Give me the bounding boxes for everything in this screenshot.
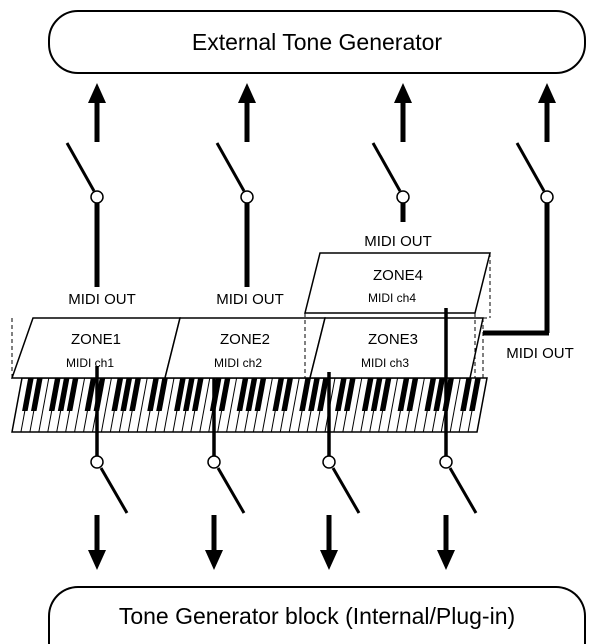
- white-key-line: [413, 377, 425, 433]
- white-key-line: [100, 377, 112, 433]
- int-switch-blade-1: [99, 467, 129, 514]
- zone2-midi-out-label: MIDI OUT: [216, 291, 284, 308]
- ext-switch-contact-3: [396, 190, 410, 204]
- int-switch-blade-2: [216, 467, 246, 514]
- ext-switch-contact-1: [90, 190, 104, 204]
- black-key: [156, 378, 168, 411]
- black-key: [406, 378, 419, 411]
- white-key-line: [74, 377, 86, 433]
- int-switch-contact-4: [439, 455, 453, 469]
- ext-switch-blade-4: [515, 142, 546, 192]
- black-key: [174, 378, 186, 411]
- black-key: [183, 378, 195, 411]
- black-key: [111, 378, 124, 411]
- black-key: [129, 378, 142, 411]
- ext-arrow-2-head: [238, 83, 256, 103]
- black-key: [460, 378, 472, 411]
- white-key-line: [449, 377, 461, 433]
- int-arrow-1-head: [88, 550, 106, 570]
- external-tone-generator-box: External Tone Generator: [48, 10, 586, 74]
- ext-switch-blade-1: [65, 142, 96, 192]
- black-key: [31, 378, 43, 411]
- white-key-line: [288, 377, 300, 433]
- black-key: [424, 378, 437, 411]
- black-key: [361, 378, 374, 411]
- int-switch-blade-4: [448, 467, 478, 514]
- black-key: [343, 378, 356, 411]
- white-key-line: [199, 377, 211, 433]
- black-key: [120, 378, 133, 411]
- white-key-line: [261, 377, 273, 433]
- zone2-name: ZONE2: [220, 331, 270, 348]
- int-switch-contact-2: [207, 455, 221, 469]
- int-switch-contact-3: [322, 455, 336, 469]
- ext-arrow-3-head: [394, 83, 412, 103]
- black-key: [218, 378, 231, 411]
- black-key: [281, 378, 294, 411]
- black-key: [191, 378, 204, 411]
- zone4-channel: MIDI ch4: [368, 291, 416, 305]
- ext-switch-contact-2: [240, 190, 254, 204]
- black-key: [272, 378, 285, 411]
- white-key-line: [226, 377, 238, 433]
- black-key: [147, 378, 159, 411]
- white-key-line: [351, 377, 363, 433]
- zone3-name: ZONE3: [368, 331, 418, 348]
- black-key: [469, 378, 481, 411]
- wiring: [65, 83, 556, 570]
- zone3-box: [309, 317, 484, 379]
- external-tone-generator-label: External Tone Generator: [191, 28, 443, 55]
- zone3-channel: MIDI ch3: [361, 356, 409, 370]
- zone1-midi-out-label: MIDI OUT: [68, 291, 136, 308]
- int-arrow-4-head: [437, 550, 455, 570]
- int-arrow-2-head: [205, 550, 223, 570]
- internal-tone-generator-label: Tone Generator block (Internal/Plug-in): [118, 602, 516, 629]
- black-key: [335, 378, 347, 411]
- ext-switch-blade-3: [371, 142, 402, 192]
- black-key: [48, 378, 61, 411]
- ext-switch-blade-2: [215, 142, 246, 192]
- black-key: [379, 378, 392, 411]
- zone4-name: ZONE4: [373, 267, 423, 284]
- white-key-line: [387, 377, 399, 433]
- black-key: [254, 378, 267, 411]
- white-key-line: [163, 377, 175, 433]
- black-key: [397, 378, 410, 411]
- zone4-midi-out-label: MIDI OUT: [364, 233, 432, 250]
- black-key: [370, 378, 383, 411]
- zone1-name: ZONE1: [71, 331, 121, 348]
- internal-tone-generator-box: Tone Generator block (Internal/Plug-in): [48, 586, 586, 644]
- keyboard: [11, 377, 488, 433]
- int-switch-blade-3: [331, 467, 361, 514]
- black-key: [433, 378, 446, 411]
- int-arrow-3-head: [320, 550, 338, 570]
- black-key: [308, 378, 320, 411]
- black-key: [299, 378, 311, 411]
- white-key-line: [136, 377, 148, 433]
- black-key: [236, 378, 249, 411]
- black-key: [57, 378, 70, 411]
- black-key: [317, 378, 329, 411]
- black-key: [66, 378, 79, 411]
- zone3-midi-out-label: MIDI OUT: [506, 345, 574, 362]
- int-switch-contact-1: [90, 455, 104, 469]
- ext-arrow-4-head: [538, 83, 556, 103]
- zone2-channel: MIDI ch2: [214, 356, 262, 370]
- ext-switch-contact-4: [540, 190, 554, 204]
- black-key: [22, 378, 34, 411]
- black-key: [245, 378, 258, 411]
- black-key: [84, 378, 97, 411]
- zone1-channel: MIDI ch1: [66, 356, 114, 370]
- white-key-line: [38, 377, 50, 433]
- ext-arrow-1-head: [88, 83, 106, 103]
